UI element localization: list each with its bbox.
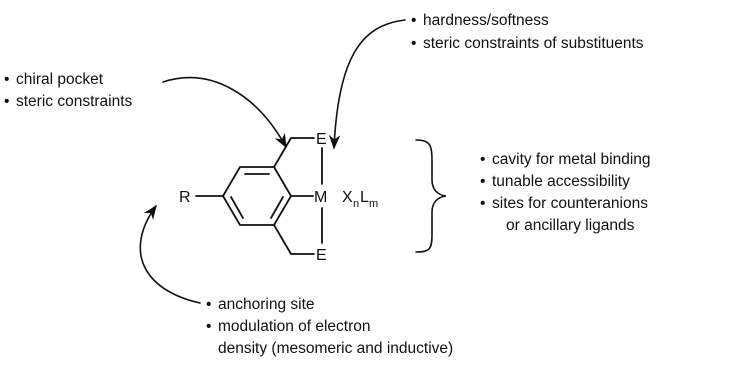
ring-double-bond bbox=[230, 196, 244, 219]
atom-m: M bbox=[314, 189, 327, 206]
label-hardness-softness: hardness/softness bbox=[423, 12, 549, 29]
annotation-right: • cavity for metal binding • tunable acc… bbox=[480, 151, 651, 234]
label-modulation-electron: modulation of electron bbox=[218, 318, 371, 335]
label-cavity-metal-binding: cavity for metal binding bbox=[492, 151, 651, 168]
label-density-mesomeric-inductive: density (mesomeric and inductive) bbox=[218, 340, 453, 357]
arrow-to-r-group bbox=[139, 204, 201, 304]
atom-e-bottom: E bbox=[316, 247, 327, 264]
annotation-bottom: • anchoring site • modulation of electro… bbox=[206, 296, 453, 357]
annotation-top-right: • hardness/softness • steric constraints… bbox=[411, 12, 644, 52]
atom-e-top: E bbox=[316, 131, 327, 148]
bullet: • bbox=[206, 318, 211, 335]
ligand-x: X bbox=[342, 189, 353, 206]
bond-upper-arm bbox=[273, 137, 315, 168]
label-steric-constraints: steric constraints bbox=[16, 93, 133, 110]
ring-double-bond bbox=[270, 196, 284, 219]
ligand-l-subscript: m bbox=[369, 198, 378, 210]
label-anchoring-site: anchoring site bbox=[218, 296, 315, 313]
arrow-to-top-e bbox=[328, 19, 406, 150]
ligand-x-subscript: n bbox=[353, 198, 359, 210]
benzene-ring bbox=[222, 166, 292, 226]
atom-r: R bbox=[179, 189, 191, 206]
bullet: • bbox=[411, 12, 416, 29]
bullet: • bbox=[206, 296, 211, 313]
bond-lower-arm bbox=[273, 224, 315, 255]
bullet: • bbox=[480, 173, 485, 190]
annotation-top-left: • chiral pocket • steric constraints bbox=[4, 71, 133, 110]
pincer-complex-structure: R E E M X n L m bbox=[179, 131, 378, 264]
label-ancillary-ligands: or ancillary ligands bbox=[506, 217, 635, 234]
label-chiral-pocket: chiral pocket bbox=[16, 71, 104, 88]
bullet: • bbox=[411, 35, 416, 52]
ligand-l: L bbox=[360, 189, 369, 206]
bullet: • bbox=[480, 151, 485, 168]
label-steric-constraints-substituents: steric constraints of substituents bbox=[423, 35, 644, 52]
bullet: • bbox=[4, 93, 9, 110]
brace bbox=[415, 139, 447, 253]
label-tunable-accessibility: tunable accessibility bbox=[492, 173, 630, 190]
bullet: • bbox=[4, 71, 9, 88]
label-sites-counteranions: sites for counteranions bbox=[492, 195, 648, 212]
bullet: • bbox=[480, 195, 485, 212]
arrow-to-chiral-pocket bbox=[162, 76, 287, 149]
